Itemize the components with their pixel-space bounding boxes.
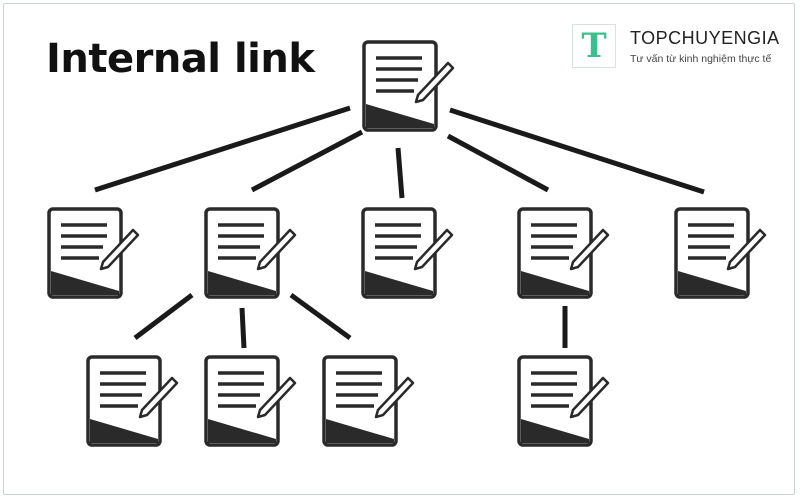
brand-tagline: Tư vấn từ kinh nghiệm thực tế xyxy=(630,53,772,65)
link-root-page-2 xyxy=(250,129,364,193)
page-4a-document-icon xyxy=(517,355,610,447)
diagram-title: Internal link xyxy=(46,36,315,82)
page-2c-document-icon xyxy=(322,355,415,447)
link-page-2-page-2b xyxy=(239,307,247,349)
link-page-2-page-2c xyxy=(289,292,352,341)
page-5-document-icon xyxy=(674,207,767,299)
image-frame xyxy=(3,3,795,495)
page-2-document-icon xyxy=(204,207,297,299)
brand-name: TOPCHUYENGIA xyxy=(630,28,780,48)
link-page-2-page-2a xyxy=(133,293,194,340)
page-2b-document-icon xyxy=(204,355,297,447)
brand-logo-letter: T xyxy=(581,26,607,66)
link-root-page-4 xyxy=(446,133,550,193)
page-4-document-icon xyxy=(517,207,610,299)
page-1-document-icon xyxy=(47,207,140,299)
link-root-page-1 xyxy=(94,105,351,193)
link-root-page-3 xyxy=(395,147,405,199)
brand-logo: T xyxy=(572,24,616,68)
page-3-document-icon xyxy=(361,207,454,299)
page-2a-document-icon xyxy=(86,355,179,447)
connector-lines xyxy=(94,105,705,349)
link-root-page-5 xyxy=(449,107,705,195)
brand-watermark: T TOPCHUYENGIA Tư vấn từ kinh nghiệm thự… xyxy=(572,24,782,72)
root-page-document-icon xyxy=(362,40,455,132)
